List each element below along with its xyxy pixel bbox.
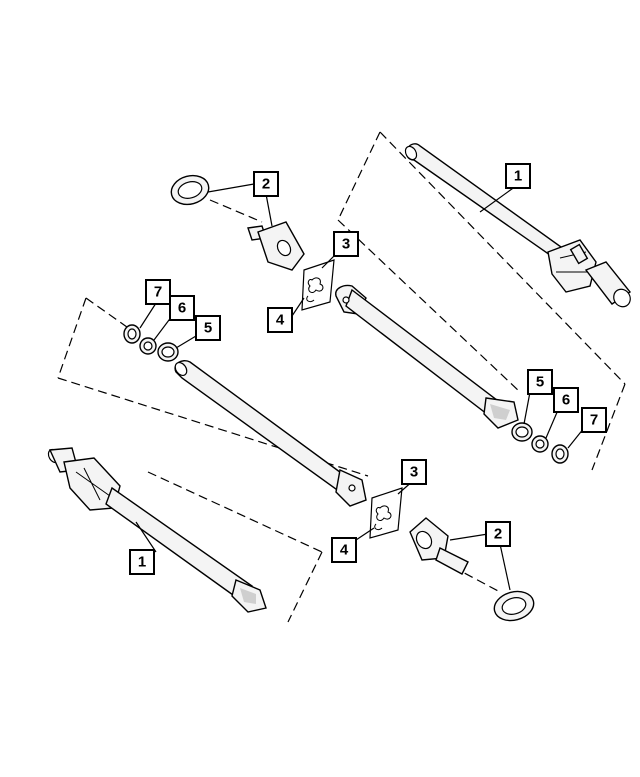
center-shaft-lower <box>174 360 367 507</box>
seal-dashed-guides <box>209 199 501 593</box>
right-washer-6 <box>531 435 549 453</box>
callout-1-left-shaft: 1 <box>129 549 155 575</box>
right-assembly-dashed-outline <box>337 131 626 471</box>
callout-1-right-shaft: 1 <box>505 163 531 189</box>
callout-2-lower-seal: 2 <box>485 521 511 547</box>
right-washer-5 <box>511 422 533 442</box>
callout-5-right: 5 <box>527 369 553 395</box>
callout-2-upper-seal: 2 <box>253 171 279 197</box>
callout-4-upper-clip: 4 <box>267 307 293 333</box>
callout-7-right: 7 <box>581 407 607 433</box>
callout-4-lower-clip: 4 <box>331 537 357 563</box>
upper-bearing-plate <box>301 259 335 311</box>
callout-4-lower-label: 4 <box>340 542 349 559</box>
callout-6-left-label: 6 <box>178 300 186 317</box>
callout-2-lower-label: 2 <box>494 526 502 543</box>
leader-lines <box>135 183 585 591</box>
callout-5-right-label: 5 <box>536 374 544 391</box>
upper-stub-yoke <box>247 221 305 271</box>
callout-5-left: 5 <box>195 315 221 341</box>
lower-axle-seal <box>493 590 535 622</box>
callout-6-left: 6 <box>169 295 195 321</box>
left-axle-shaft <box>47 447 267 613</box>
callout-7-left: 7 <box>145 279 171 305</box>
left-washer-5 <box>157 342 179 362</box>
callout-1-left-label: 1 <box>138 554 146 571</box>
callout-3-upper-label: 3 <box>342 236 350 253</box>
callout-3-lower-label: 3 <box>410 464 418 481</box>
callout-7-left-label: 7 <box>154 284 162 301</box>
callout-4-upper-label: 4 <box>276 312 285 329</box>
callout-6-right: 6 <box>553 387 579 413</box>
left-washer-6 <box>139 337 157 355</box>
callout-1-right-label: 1 <box>514 168 522 185</box>
upper-axle-seal <box>170 174 210 206</box>
left-washer-7 <box>123 324 141 344</box>
callout-3-upper-bearing: 3 <box>333 231 359 257</box>
callout-6-right-label: 6 <box>562 392 570 409</box>
lower-stub-yoke <box>409 517 469 575</box>
callout-3-lower-bearing: 3 <box>401 459 427 485</box>
callout-7-right-label: 7 <box>590 412 598 429</box>
center-shaft-upper <box>335 284 519 429</box>
right-washer-7 <box>551 444 569 464</box>
lower-bearing-plate <box>369 487 403 539</box>
callout-5-left-label: 5 <box>204 320 212 337</box>
right-axle-shaft <box>404 143 632 308</box>
callout-2-upper-label: 2 <box>262 176 270 193</box>
